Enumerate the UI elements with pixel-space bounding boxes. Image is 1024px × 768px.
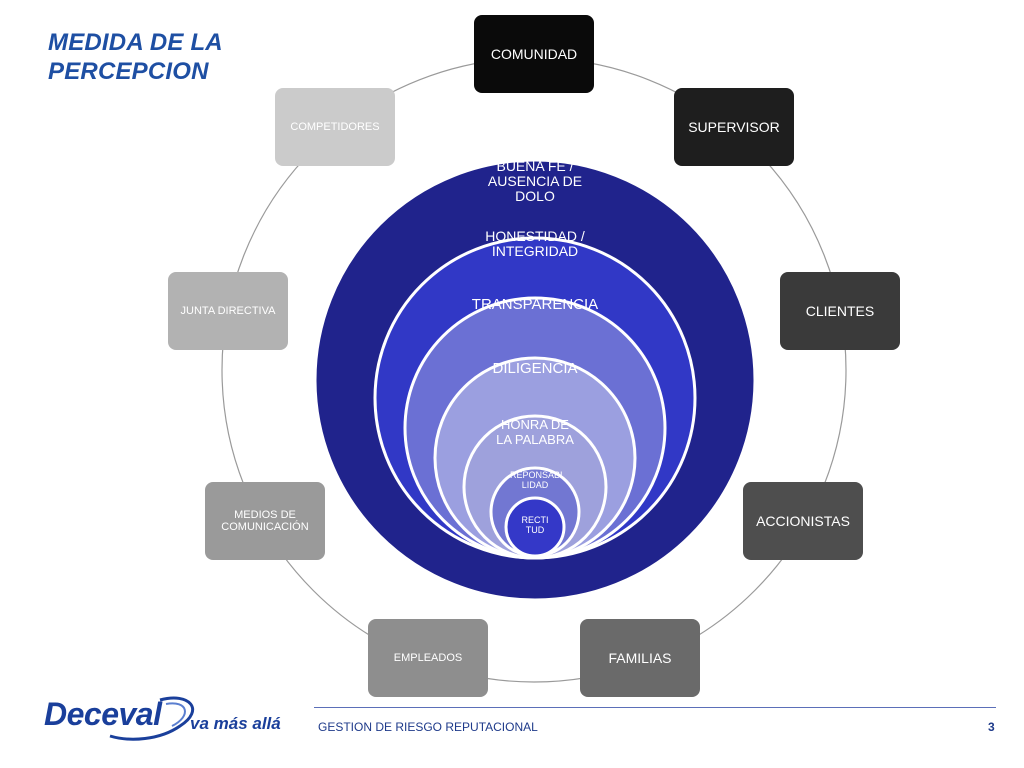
stakeholder-box-supervisor: SUPERVISOR <box>674 88 794 166</box>
stakeholder-box-empleados: EMPLEADOS <box>368 619 488 697</box>
stakeholder-box-comunidad: COMUNIDAD <box>474 15 594 93</box>
footer-text: GESTION DE RIESGO REPUTACIONAL <box>318 720 538 734</box>
deceval-logo: Deceval <box>44 696 162 732</box>
footer-divider <box>314 707 996 708</box>
stakeholder-box-medios: MEDIOS DE COMUNICACIÓN <box>205 482 325 560</box>
value-label-honra: HONRA DE LA PALABRA <box>496 417 574 447</box>
value-label-honestidad: HONESTIDAD / INTEGRIDAD <box>485 228 585 259</box>
page-number: 3 <box>988 720 995 734</box>
stakeholder-box-accionistas: ACCIONISTAS <box>743 482 863 560</box>
value-label-responsabilidad: REPONSABI LIDAD <box>510 470 563 490</box>
value-circle-rectitud <box>504 496 566 558</box>
value-label-transparencia: TRANSPARENCIA <box>471 296 599 313</box>
stakeholder-box-competidores: COMPETIDORES <box>275 88 395 166</box>
stakeholder-box-clientes: CLIENTES <box>780 272 900 350</box>
stakeholder-box-familias: FAMILIAS <box>580 619 700 697</box>
deceval-swoosh-icon <box>109 696 194 741</box>
stakeholder-box-junta-directiva: JUNTA DIRECTIVA <box>168 272 288 350</box>
slide-title: MEDIDA DE LA PERCEPCION <box>48 29 222 85</box>
value-label-buena-fe: BUENA FE / AUSENCIA DE DOLO <box>487 158 583 204</box>
value-label-diligencia: DILIGENCIA <box>492 360 578 377</box>
logo-tagline: va más allá <box>190 714 281 733</box>
value-label-rectitud: RECTI TUD <box>521 515 549 535</box>
